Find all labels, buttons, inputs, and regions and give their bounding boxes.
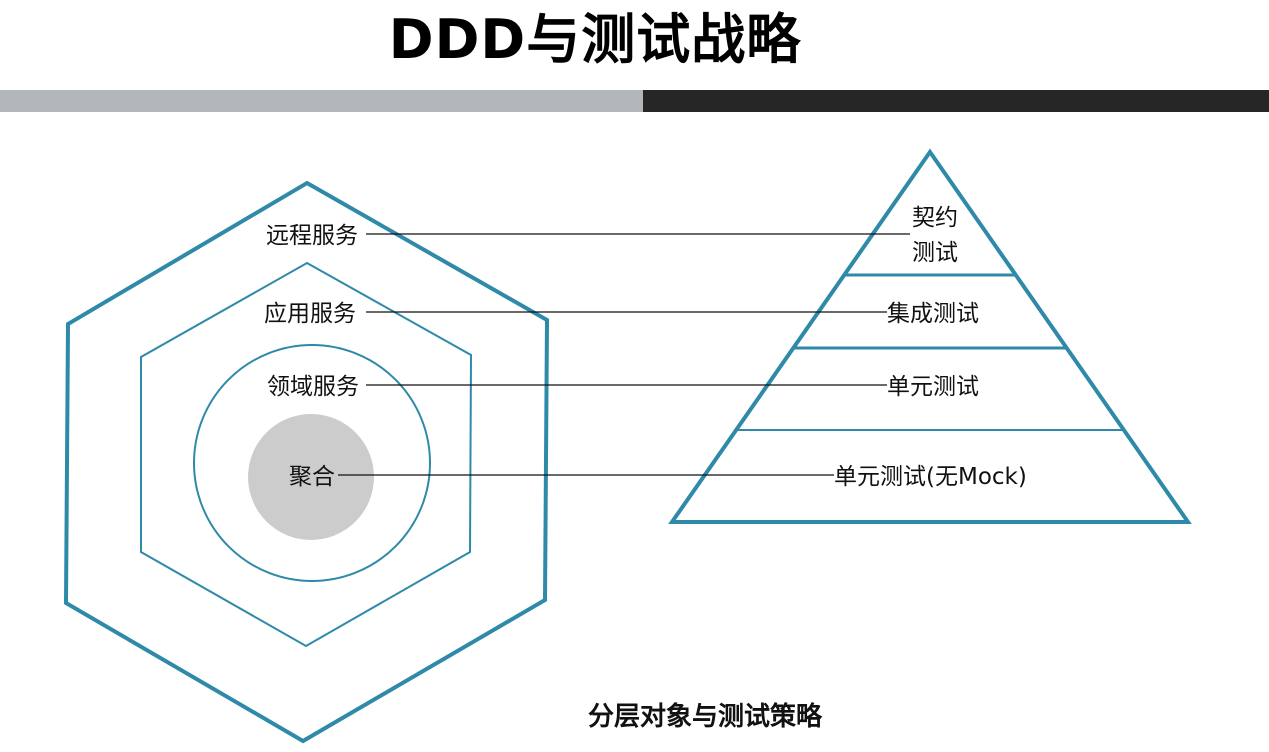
inner-hexagon [140,261,473,648]
aggregate-core [248,414,374,540]
test-pyramid [668,148,1192,524]
remote-service-label: 远程服务 [266,223,358,249]
unit-test-no-mock-label: 单元测试(无Mock) [834,464,1027,490]
header-bar-dark [643,90,1269,112]
diagram-caption: 分层对象与测试策略 [587,702,822,732]
integration-test-label: 集成测试 [887,301,979,327]
pyramid-outline [668,148,1192,524]
aggregate-label: 聚合 [289,464,335,490]
unit-test-label: 单元测试 [887,374,979,400]
application-service-label: 应用服务 [264,301,356,327]
header-bar-light [0,90,643,112]
hexagon-architecture [63,180,550,744]
domain-service-label: 领域服务 [267,374,359,400]
domain-circle [193,344,431,582]
outer-hexagon [63,180,550,744]
page-title: DDD与测试战略 [388,8,802,71]
contract-test-label-line2: 测试 [912,240,958,266]
contract-test-label-line1: 契约 [912,205,958,231]
connector-lines [338,233,910,476]
